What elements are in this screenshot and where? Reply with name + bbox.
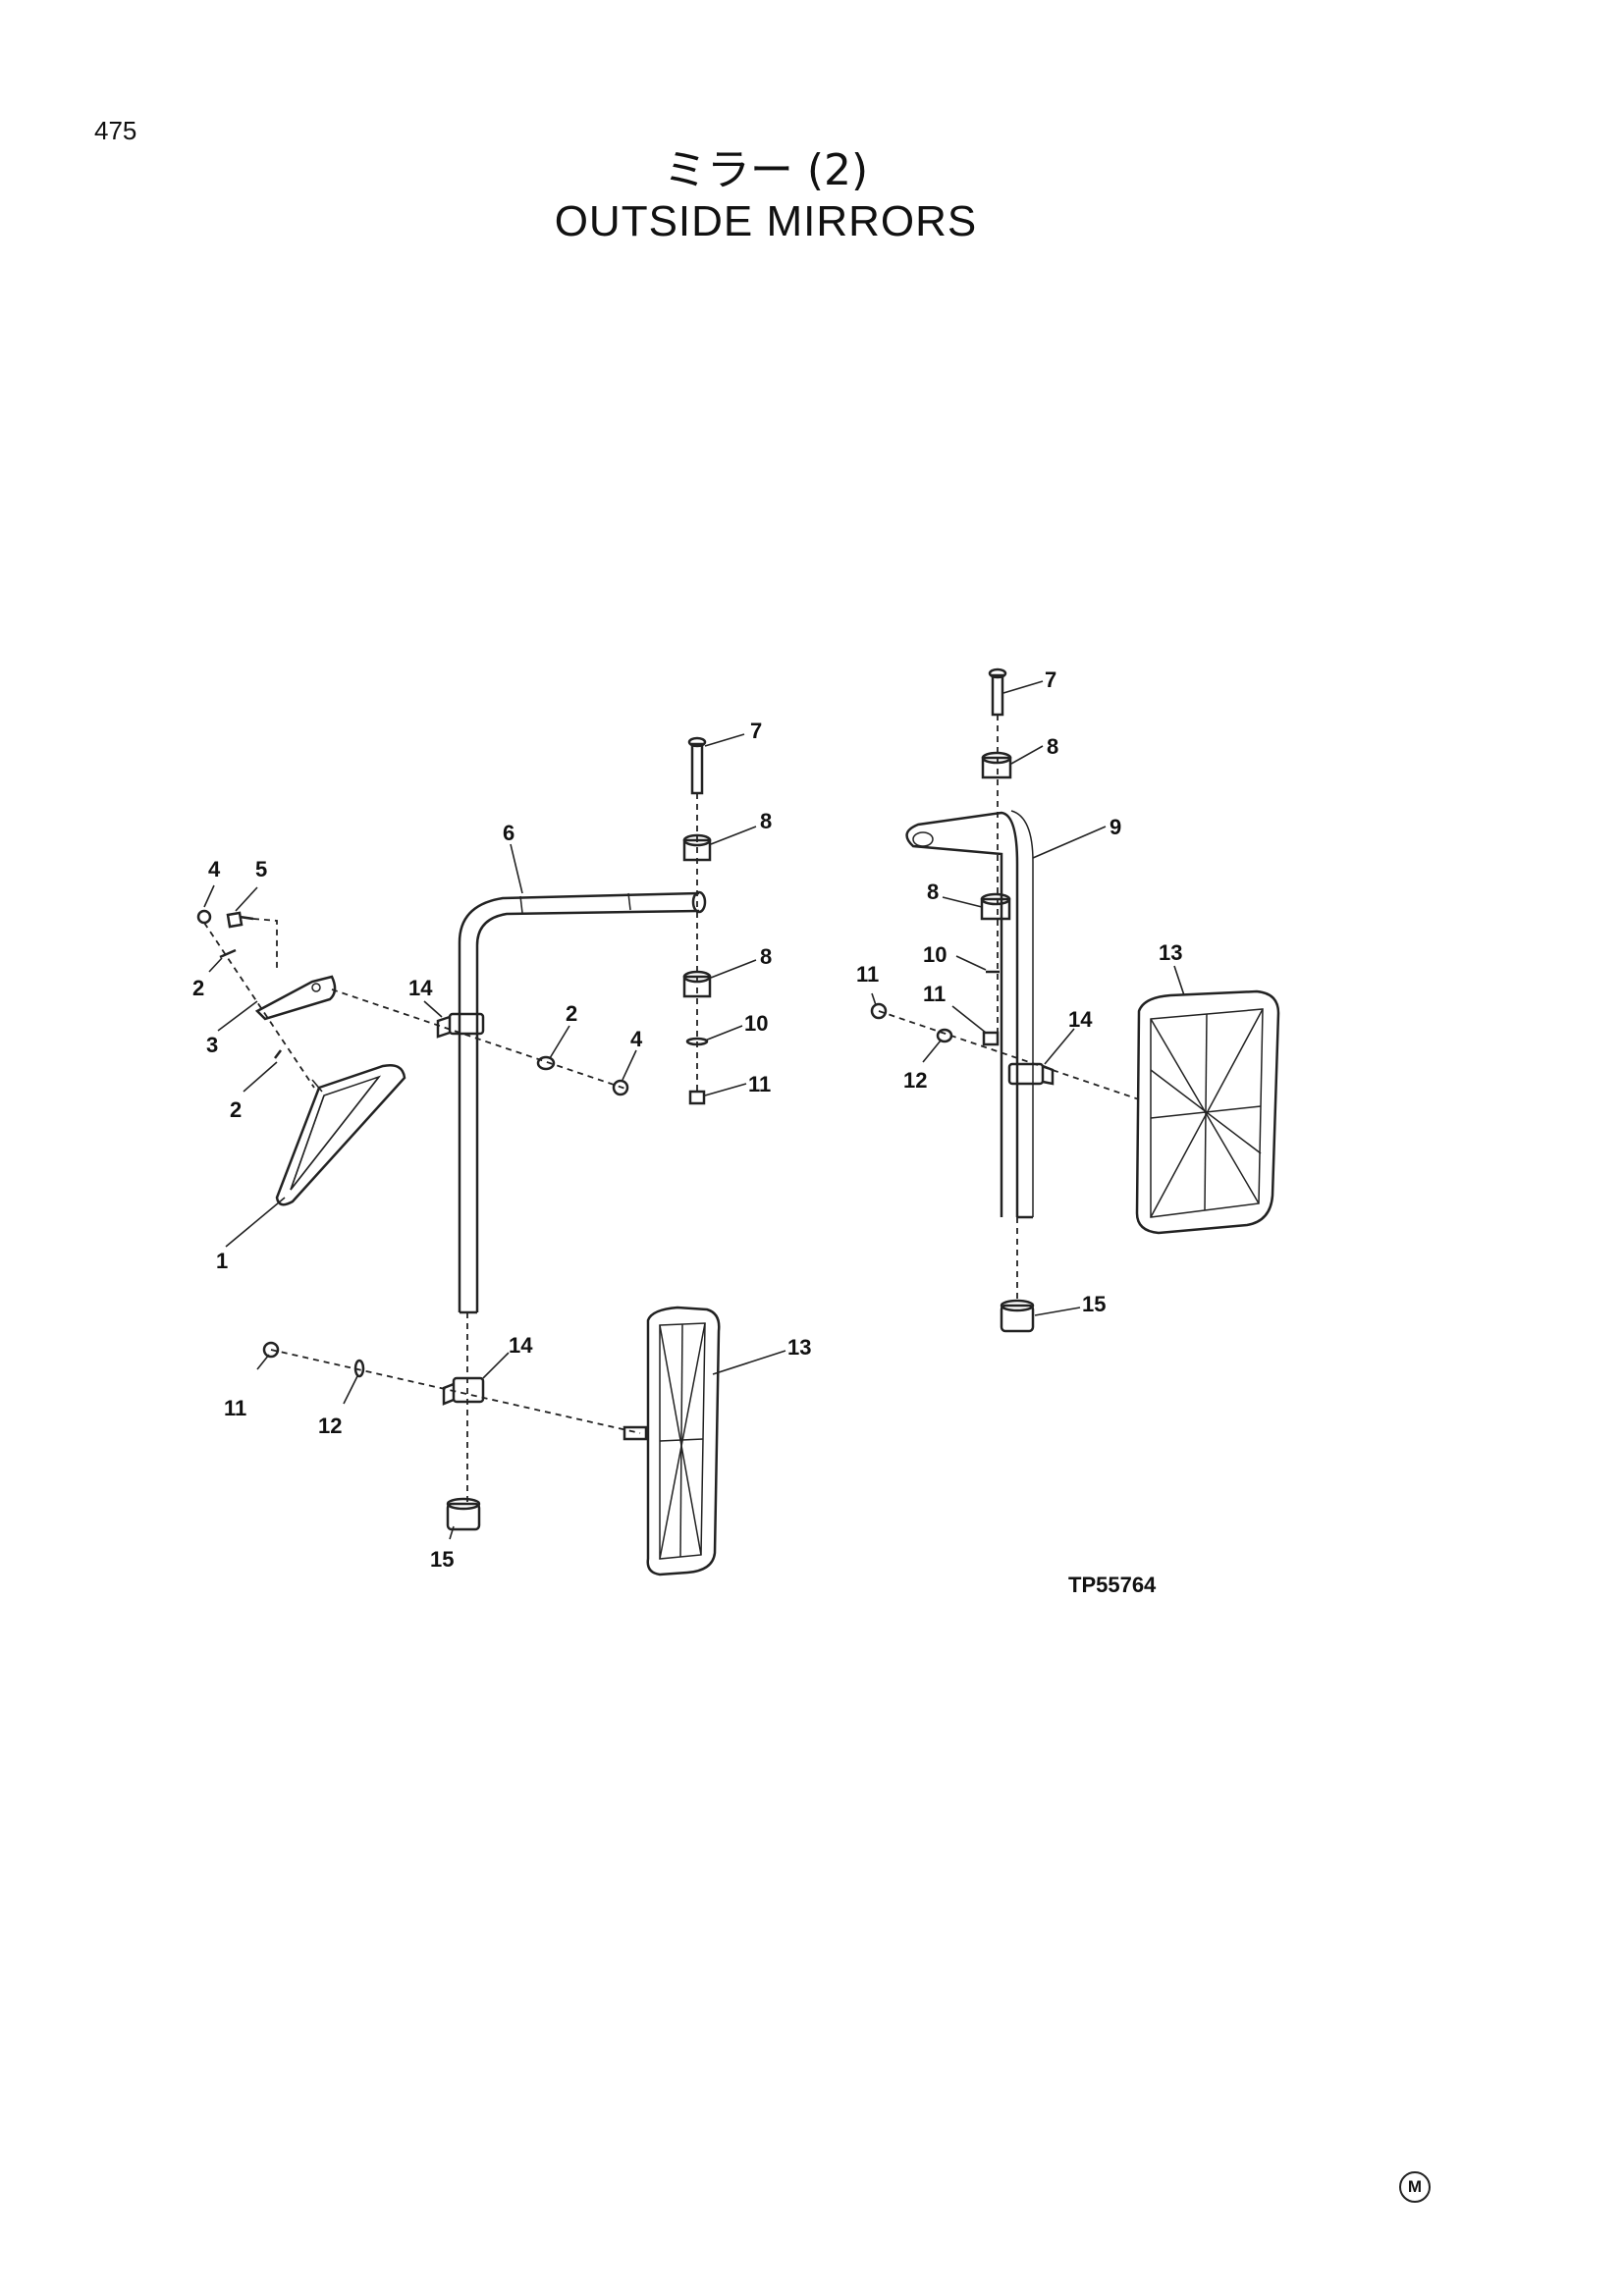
callout: 11 <box>856 962 879 987</box>
washer-12-lower <box>353 1359 365 1378</box>
washer-12-right <box>936 1028 953 1043</box>
callout: 14 <box>408 976 433 1000</box>
bushing-15-left <box>446 1497 481 1531</box>
callout: 2 <box>566 1001 577 1026</box>
nut-4-upper <box>196 909 212 925</box>
left-mirror-assembly <box>196 736 721 1576</box>
callout: 8 <box>1047 734 1058 759</box>
title-block: ミラー (2) OUTSIDE MIRRORS <box>0 145 1532 247</box>
left-stay-tube <box>458 891 700 1312</box>
washer-2-right <box>536 1055 556 1071</box>
nut-11-right-inner <box>982 1031 1000 1046</box>
callouts-left: 4 5 2 3 2 1 6 14 2 4 7 8 8 10 11 11 12 1… <box>192 719 811 1572</box>
callout: 7 <box>750 719 762 743</box>
callout: 14 <box>509 1333 533 1358</box>
callout: 11 <box>748 1072 771 1096</box>
mirror-13-left <box>623 1306 721 1576</box>
page-title: OUTSIDE MIRRORS <box>554 197 978 245</box>
callouts-right: 7 8 9 8 10 11 11 12 14 13 15 <box>856 667 1182 1316</box>
callout: 4 <box>208 857 221 881</box>
nut-11 <box>688 1090 706 1105</box>
bolt-7-right <box>991 673 1004 717</box>
mirror-13-right <box>1135 989 1280 1235</box>
callout: 6 <box>503 821 514 845</box>
right-mirror-assembly <box>870 667 1280 1333</box>
clamp-14-lower <box>442 1376 485 1406</box>
figure-reference: TP55764 <box>1068 1573 1157 1597</box>
callout: 12 <box>318 1414 342 1438</box>
bushing-8-right-top <box>981 751 1012 779</box>
callout: 7 <box>1045 667 1056 692</box>
callout: 10 <box>744 1011 768 1036</box>
bolt-7 <box>690 742 704 795</box>
callout: 14 <box>1068 1007 1093 1032</box>
nut-4-right <box>612 1079 629 1096</box>
callout: 12 <box>903 1068 927 1093</box>
nut-11-lower <box>262 1341 280 1359</box>
callout: 15 <box>1082 1292 1106 1316</box>
callout: 3 <box>206 1033 218 1057</box>
callout: 15 <box>430 1547 454 1572</box>
washer-2-upper <box>219 948 237 959</box>
callout: 11 <box>224 1396 246 1420</box>
leader-lines <box>203 680 1185 1540</box>
washer-2-lower <box>274 1049 282 1059</box>
callout: 4 <box>630 1027 643 1051</box>
bracket-3 <box>254 975 337 1021</box>
callout: 8 <box>760 809 772 833</box>
bushing-8-right-bottom <box>980 892 1011 921</box>
right-stay-tube <box>905 811 1019 1217</box>
callout: 11 <box>923 982 946 1006</box>
nut-11-right-outer <box>870 1002 888 1020</box>
bolt-5 <box>226 911 254 929</box>
callout: 13 <box>787 1335 811 1360</box>
trademark-mark: M <box>1399 2171 1431 2203</box>
callout: 8 <box>760 944 772 969</box>
callout: 8 <box>927 880 939 904</box>
callout: 2 <box>192 976 204 1000</box>
callout: 10 <box>923 942 947 967</box>
title-japanese: ミラー (2) <box>663 145 869 195</box>
callout: 9 <box>1110 815 1121 839</box>
callout: 1 <box>216 1249 228 1273</box>
bushing-15-right <box>1000 1299 1035 1333</box>
callout: 5 <box>255 857 267 881</box>
page-number: 475 <box>94 116 137 145</box>
mirror-1 <box>275 1064 406 1206</box>
callout: 2 <box>230 1097 242 1122</box>
clamp-14-right <box>1007 1062 1055 1086</box>
clamp-14-upper <box>436 1012 485 1039</box>
callout: 13 <box>1159 940 1182 965</box>
